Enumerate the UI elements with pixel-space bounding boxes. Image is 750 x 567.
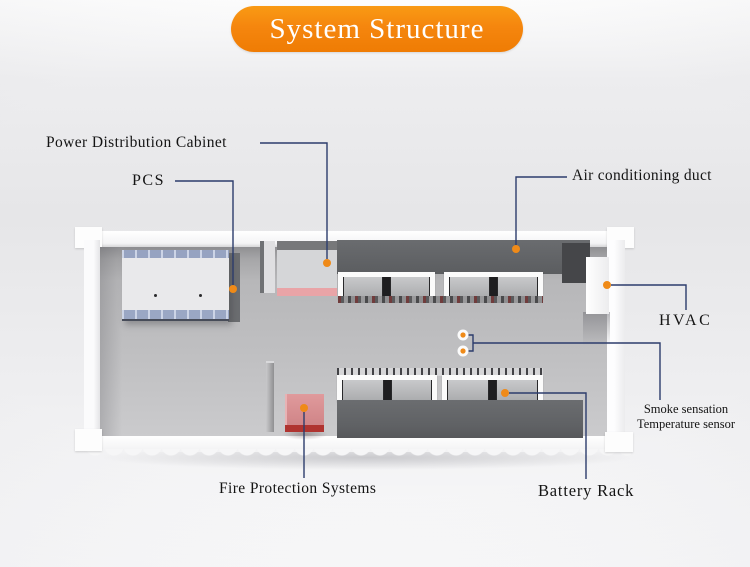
label-air-conditioning-duct: Air conditioning duct — [572, 167, 712, 184]
fire-box-base — [285, 425, 324, 432]
battery-module — [448, 380, 488, 402]
label-smoke-sensor: Smoke sensation — [643, 402, 729, 416]
air-conditioning-duct — [337, 240, 590, 274]
rack-gap — [490, 277, 497, 299]
battery-module — [391, 277, 429, 299]
container-front-wall — [84, 436, 632, 450]
rack-busbar — [337, 368, 543, 376]
pcs-rail-bottom — [122, 310, 229, 319]
label-power-distribution-cabinet: Power Distribution Cabinet — [46, 134, 227, 151]
battery-module — [450, 277, 489, 299]
battery-module — [391, 380, 431, 402]
support-pillar — [266, 361, 274, 432]
title-banner: System Structure — [231, 6, 523, 52]
battery-rack-front — [337, 400, 583, 438]
pcs-rail-top — [122, 250, 229, 258]
hvac-unit — [586, 257, 609, 314]
pcs-screw — [154, 294, 157, 297]
hvac-shadow — [583, 312, 610, 346]
battery-rack-top-right — [444, 272, 543, 299]
page-title: System Structure — [269, 12, 485, 45]
rack-wiring — [338, 296, 543, 303]
pcs-screw — [199, 294, 202, 297]
rack-modules — [342, 380, 432, 402]
pcs-cabinet — [122, 250, 229, 321]
power-distribution-cabinet — [277, 250, 337, 296]
container-corner-bottom-right — [605, 432, 633, 452]
pcs-cabinet-side — [228, 253, 240, 322]
floor-shadow-left — [100, 247, 122, 437]
corrugated-wall-edge — [86, 449, 631, 459]
label-fire-protection: Fire Protection Systems — [219, 480, 377, 497]
label-pcs: PCS — [132, 172, 165, 189]
battery-module — [344, 277, 382, 299]
battery-module — [497, 380, 537, 402]
rack-modules — [449, 277, 538, 299]
rack-modules — [343, 277, 430, 299]
container-corner-bottom-left — [75, 429, 102, 451]
rack-gap — [383, 277, 390, 299]
rack-modules — [447, 380, 538, 402]
label-sensors: Smoke sensation Temperature sensor — [622, 402, 750, 432]
label-hvac: HVAC — [659, 312, 713, 329]
label-battery-rack: Battery Rack — [538, 481, 635, 500]
rack-gap — [489, 380, 496, 402]
partition-panel — [260, 241, 275, 293]
battery-module — [498, 277, 537, 299]
battery-rack-bottom-right — [442, 375, 543, 402]
fire-protection-box — [285, 394, 324, 432]
label-temperature-sensor: Temperature sensor — [636, 417, 736, 431]
rack-gap — [383, 380, 391, 402]
battery-rack-bottom-left — [337, 375, 437, 402]
battery-module — [343, 380, 383, 402]
battery-rack-top-left — [338, 272, 435, 299]
container-left-wall — [84, 240, 100, 436]
duct-end-shadow — [562, 243, 590, 283]
power-distribution-cabinet-strip — [277, 288, 337, 296]
